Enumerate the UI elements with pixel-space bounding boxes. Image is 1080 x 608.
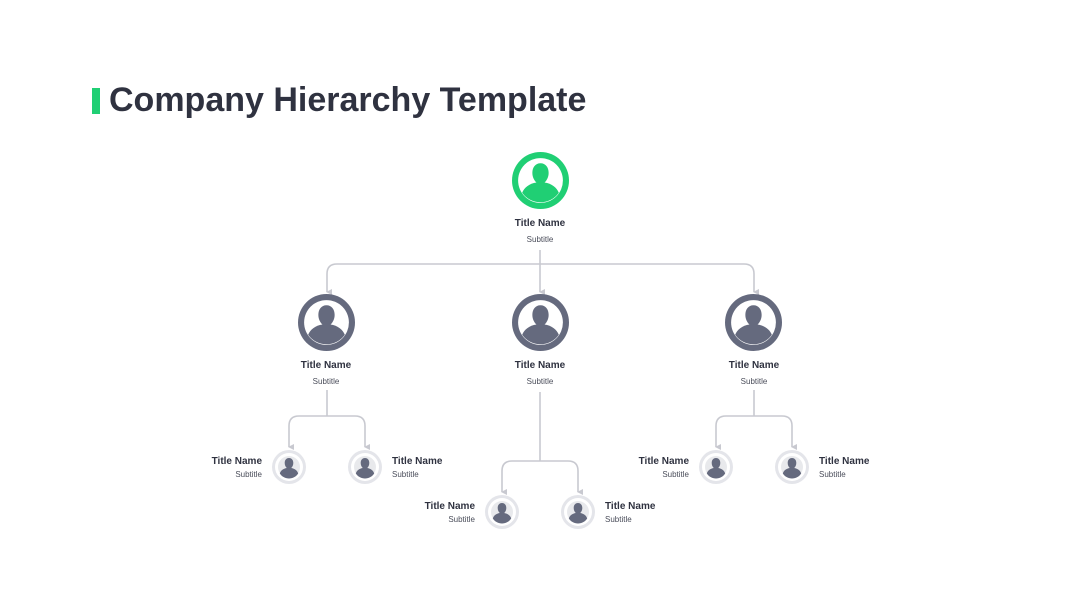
level3-subtitle-mid-a: Subtitle xyxy=(448,515,475,524)
connector-left-a xyxy=(288,415,327,450)
person-icon xyxy=(778,453,806,481)
level2-name-left: Title Name xyxy=(300,360,352,371)
level3-name-right-a: Title Name xyxy=(638,456,689,467)
person-icon xyxy=(351,453,379,481)
connector-right-b xyxy=(754,415,797,450)
connector-right-a xyxy=(715,415,754,450)
level2-subtitle-left: Subtitle xyxy=(312,377,340,386)
level3-avatar-left-a[interactable] xyxy=(272,450,306,484)
person-icon xyxy=(304,300,349,345)
level2-avatar-left[interactable] xyxy=(298,294,355,351)
level3-avatar-mid-b[interactable] xyxy=(561,495,595,529)
level3-subtitle-left-a: Subtitle xyxy=(235,470,262,479)
level3-name-left-b: Title Name xyxy=(392,456,443,467)
person-icon xyxy=(488,498,516,526)
person-icon xyxy=(518,158,563,203)
person-icon xyxy=(275,453,303,481)
person-icon xyxy=(518,300,563,345)
level3-name-left-a: Title Name xyxy=(211,456,262,467)
person-icon xyxy=(731,300,776,345)
connector-root-right xyxy=(540,263,759,295)
level2-avatar-middle[interactable] xyxy=(512,294,569,351)
level3-name-right-b: Title Name xyxy=(819,456,870,467)
level3-subtitle-mid-b: Subtitle xyxy=(605,515,632,524)
root-subtitle: Subtitle xyxy=(526,235,554,244)
level3-avatar-right-b[interactable] xyxy=(775,450,809,484)
level3-name-mid-b: Title Name xyxy=(605,501,656,512)
root-avatar[interactable] xyxy=(512,152,569,209)
connector-mid-b xyxy=(540,460,583,495)
person-icon xyxy=(702,453,730,481)
page-title: Company Hierarchy Template xyxy=(109,81,587,119)
root-name: Title Name xyxy=(514,218,566,229)
level2-avatar-right[interactable] xyxy=(725,294,782,351)
title-accent-bar xyxy=(92,88,100,114)
level3-subtitle-right-a: Subtitle xyxy=(662,470,689,479)
level3-avatar-mid-a[interactable] xyxy=(485,495,519,529)
level3-subtitle-left-b: Subtitle xyxy=(392,470,419,479)
level3-avatar-left-b[interactable] xyxy=(348,450,382,484)
connector-mid-a xyxy=(501,460,540,495)
level2-subtitle-right: Subtitle xyxy=(740,377,768,386)
level2-name-right: Title Name xyxy=(728,360,780,371)
level2-subtitle-middle: Subtitle xyxy=(526,377,554,386)
person-icon xyxy=(564,498,592,526)
level3-avatar-right-a[interactable] xyxy=(699,450,733,484)
level2-name-middle: Title Name xyxy=(514,360,566,371)
connector-root-left xyxy=(326,263,540,295)
level3-subtitle-right-b: Subtitle xyxy=(819,470,846,479)
connector-left-b xyxy=(327,415,370,450)
level3-name-mid-a: Title Name xyxy=(424,501,475,512)
